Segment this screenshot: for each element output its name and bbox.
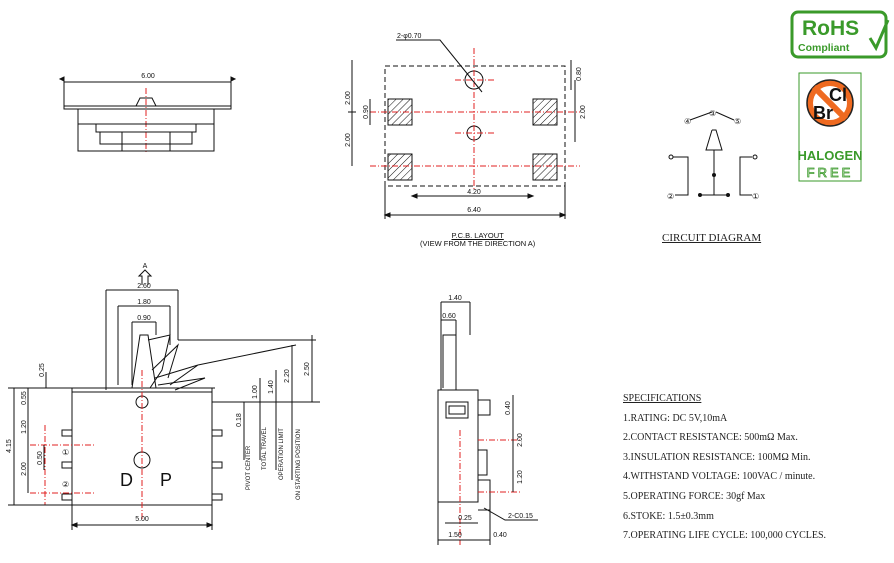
halogen-text: HALOGEN [798,148,863,163]
side-dim-chamfer: 2-C0.15 [508,513,533,520]
circuit-pin-4: ④ [684,117,691,126]
rohs-badge: RoHS Compliant [790,10,890,59]
pcb-dim-inner: 4.20 [467,189,481,196]
specs-title: SPECIFICATIONS [623,393,702,404]
side-dim-b-a: 0.25 [458,515,472,522]
spec-item: 4.WITHSTAND VOLTAGE: 100VAC / minute. [623,471,816,483]
direction-a-label: A [143,263,148,270]
pcb-hole-label: 2-φ0.70 [397,33,421,40]
side-dim-r-a: 0.40 [505,401,512,415]
circuit-diagram-label: CIRCUIT DIAGRAM [662,232,762,244]
rohs-text: RoHS [802,17,859,40]
pcb-dim-pad: 0.90 [363,105,370,119]
circuit-pin-1: ① [752,192,759,201]
front-letter-d: D [120,470,133,490]
free-text: FREE [807,165,854,180]
cl-symbol: Cl [829,85,847,105]
front-dim-left-d: 0.50 [37,451,44,465]
side-dim-r-c: 1.20 [517,470,524,484]
pcb-dim-left-upper: 2.00 [345,91,352,105]
circuit-diagram [673,111,752,197]
front-letter-p: P [160,470,172,490]
side-dim-b-b: 1.50 [448,532,462,539]
front-dim-r-e: 2.50 [304,362,311,376]
circuit-pin-5: ⑤ [734,117,741,126]
top-view: 6.00 [58,73,237,152]
front-dim-left-total: 4.15 [6,439,13,453]
side-dim-inner: 0.60 [442,313,456,320]
side-dim-r-b: 2.00 [517,433,524,447]
pcb-dim-outer: 6.40 [467,207,481,214]
circuit-pin-2: ② [667,192,674,201]
spec-item: 5.OPERATING FORCE: 30gf Max [623,490,766,502]
front-dim-r-d: 2.20 [284,369,291,383]
front-dim-r-a: 0.18 [236,413,243,427]
pcb-layout-caption: P.C.B. LAYOUT (VIEW FROM THE DIRECTION A… [420,232,535,248]
side-dim-b-c: 0.40 [493,532,507,539]
front-dim-r-b: 1.00 [252,385,259,399]
front-dim-inner: 0.90 [137,315,151,322]
spec-item: 2.CONTACT RESISTANCE: 500mΩ Max. [623,432,798,444]
front-dim-mid: 1.80 [137,299,151,306]
vlabel-on-starting-position: ON STARTING POSITION [296,429,302,500]
top-width-label: 6.00 [141,73,155,80]
front-pin-2: ② [62,480,69,489]
halogen-free-badge: Cl Br HALOGEN FREE [798,72,863,182]
check-icon [868,19,890,52]
pcb-layout-subtitle: (VIEW FROM THE DIRECTION A) [420,239,536,248]
spec-item: 3.INSULATION RESISTANCE: 100MΩ Min. [623,451,811,463]
front-dim-left-a: 0.55 [21,391,28,405]
pcb-layout-title: P.C.B. LAYOUT [451,231,504,240]
front-dim-left-b: 1.20 [21,420,28,434]
vlabel-pivot-center: PIVOT CENTER [246,445,252,490]
spec-item: 7.OPERATING LIFE CYCLE: 100,000 CYCLES. [623,530,827,542]
front-dim-bottom: 5.00 [135,516,149,523]
pcb-dim-right: 2.00 [580,105,587,119]
vlabel-total-travel: TOTAL TRAVEL [262,426,268,470]
vlabel-operation-limit: OPERATION LIMIT [279,428,285,480]
pcb-dim-left-lower: 2.00 [345,133,352,147]
circuit-pin-3: ③ [709,109,716,118]
side-dim-top: 1.40 [448,295,462,302]
front-view: A 2.60 1.80 0.90 [6,263,320,530]
rohs-compliant-text: Compliant [798,42,850,54]
br-symbol: Br [813,103,833,123]
front-pin-1: ① [62,448,69,457]
front-dim-left-top: 0.25 [39,363,46,377]
front-dim-top: 2.60 [137,283,151,290]
front-dim-r-c: 1.40 [268,380,275,394]
spec-item: 1.RATING: DC 5V,10mA [623,412,728,424]
spec-item: 6.STOKE: 1.5±0.3mm [623,510,714,522]
pcb-dim-top-right: 0.80 [576,67,583,81]
specifications-block: SPECIFICATIONS 1.RATING: DC 5V,10mA 2.CO… [623,389,885,546]
front-dim-left-c: 2.00 [21,462,28,476]
side-view: 1.40 0.60 0.40 2.00 1.20 0.25 2-C0.15 1.… [437,295,538,545]
pcb-layout: 2-φ0.70 2.00 2.00 0.90 2.00 0.80 4.20 6.… [345,33,587,219]
